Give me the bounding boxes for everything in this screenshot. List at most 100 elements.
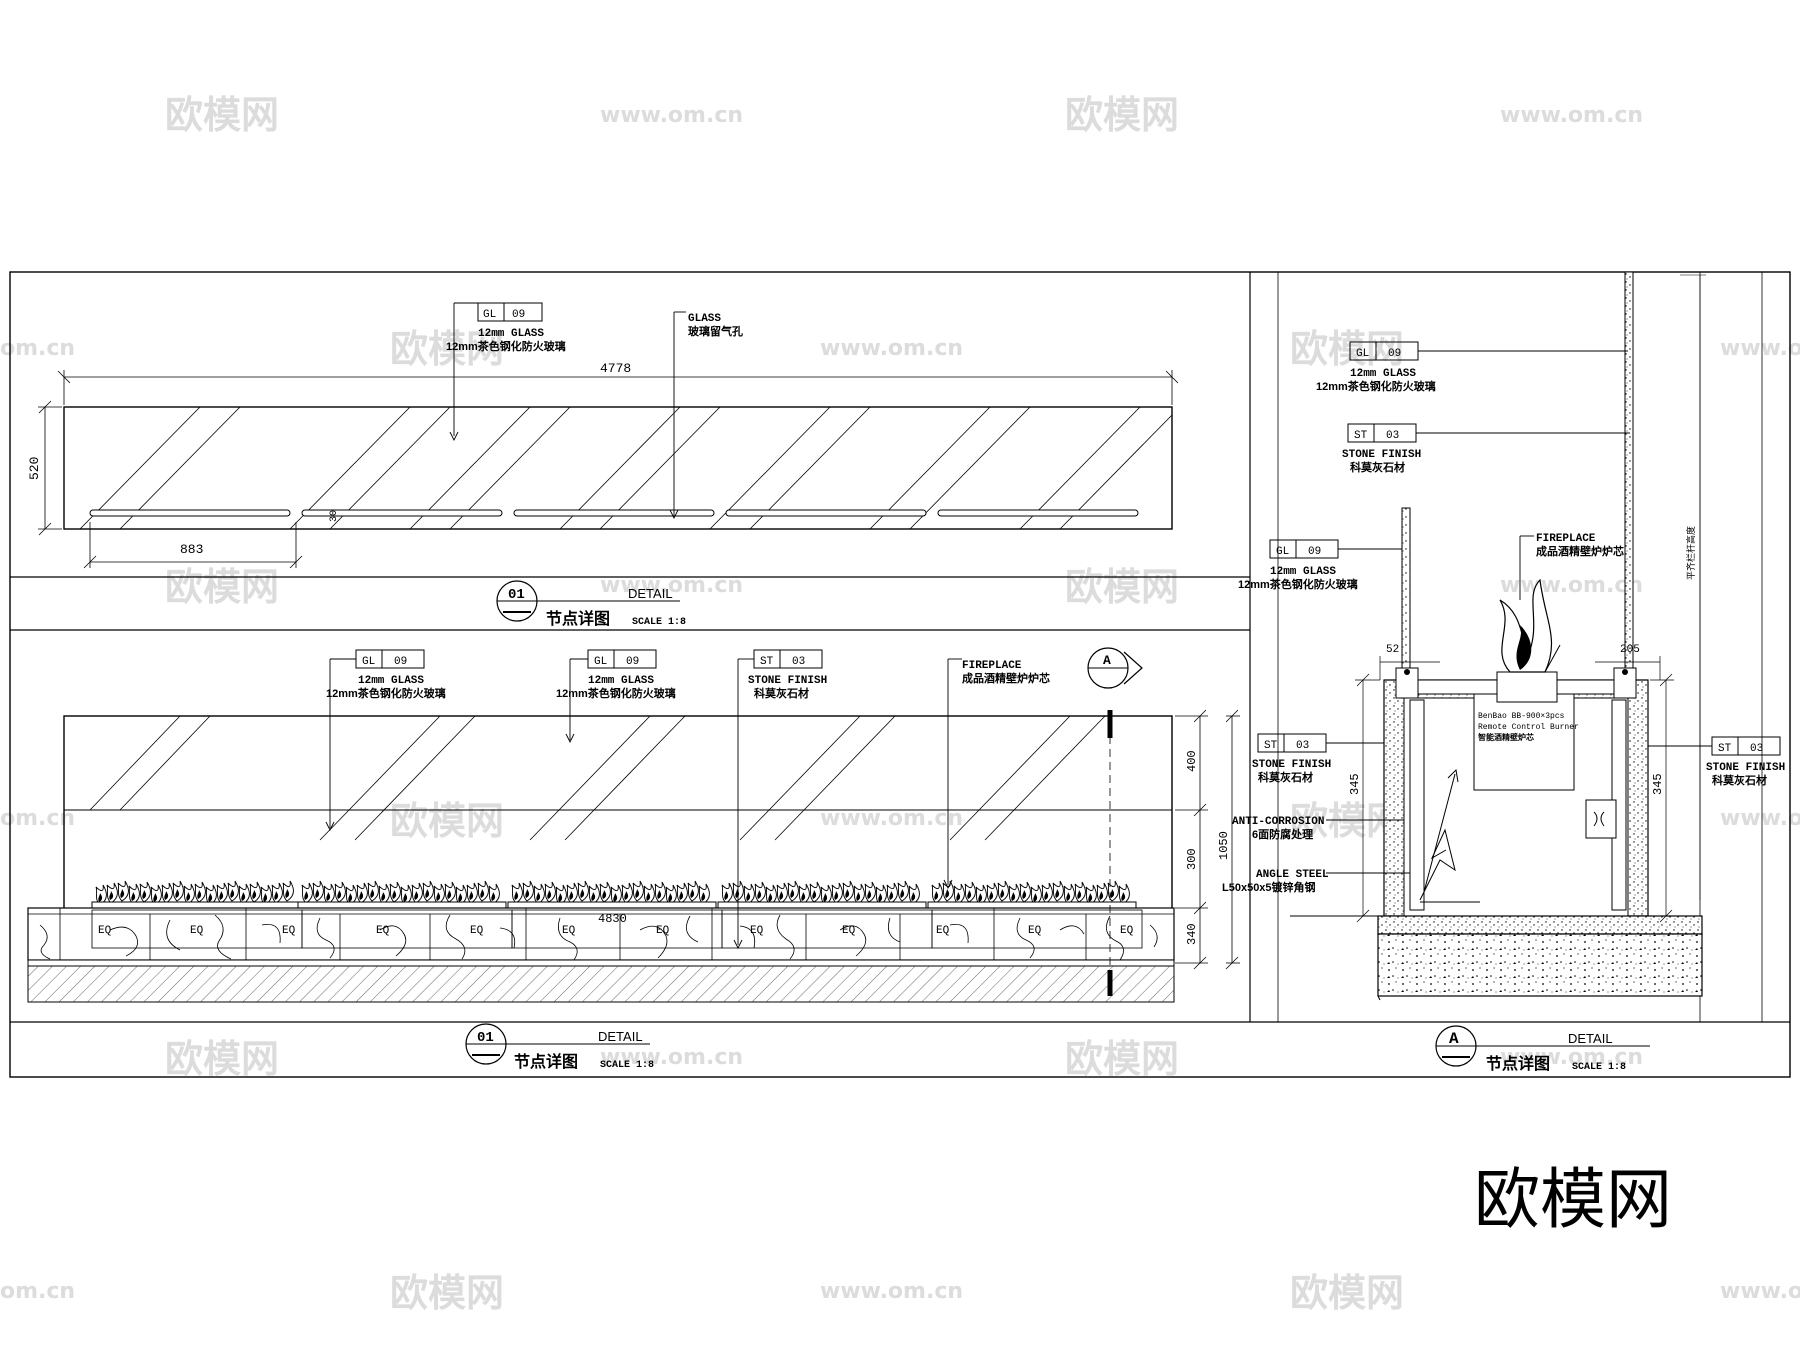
flame-glyph [488,883,500,905]
flame-glyph [953,883,965,905]
watermark-url-short: om.cn [0,806,75,831]
svg-text:09: 09 [1388,348,1401,360]
burner-tray [91,901,301,909]
tag-stone-2: ST 03 [1257,733,1327,753]
tag-stone: ST 03 [753,649,823,669]
svg-text:09: 09 [1308,546,1321,558]
watermark-brand: 欧模网 [165,93,279,137]
svg-text:EQ: EQ [750,925,764,937]
view-title: 01 DETAIL 节点详图 SCALE 1:8 [496,580,686,628]
flame-glyph [477,880,489,902]
flame-glyph [301,882,313,904]
flame-glyph [798,883,810,905]
rail-height-note: 平齐栏杆高度 [1685,526,1696,580]
flame-glyph [676,882,688,904]
flame-glyph [511,882,523,904]
flame-glyph [117,880,129,902]
burner-tray [297,901,507,909]
svg-text:01: 01 [477,1030,494,1046]
svg-text:ST: ST [1718,743,1732,755]
svg-text:EQ: EQ [562,925,576,937]
flame-glyph [1118,883,1130,905]
flame-glyph [986,882,998,904]
svg-text:09: 09 [394,656,407,668]
svg-text:DETAIL: DETAIL [628,586,673,601]
tag-stone-1: ST 03 [1347,423,1417,443]
tag-glass-1: GL 09 [355,649,425,669]
dim-1050: 1050 [1217,831,1231,860]
dim-400: 400 [1185,750,1199,772]
flame-glyph [422,880,434,902]
svg-text:03: 03 [792,656,805,668]
flame-glyph [1063,883,1075,905]
svg-text:03: 03 [1386,430,1399,442]
flame-glyph [621,882,633,904]
flame-glyph [787,880,799,902]
watermark-url: www.om.cn [1720,1279,1800,1304]
eq-labels: EQ EQ EQ EQ EQ EQ EQ EQ EQ EQ EQ EQ [98,925,1134,937]
flame-glyph [1019,881,1031,903]
flame-glyph [1041,882,1053,904]
flame-row [91,880,1137,909]
watermark-url: www.om.cn [1500,103,1643,128]
fireplace-cn: 成品酒精壁炉炉芯 [962,671,1050,685]
flame-glyph [997,880,1009,902]
flame-glyph [831,882,843,904]
fireplace-cn: 成品酒精壁炉炉芯 [1536,544,1624,558]
stone-spec-en-2: STONE FINISH [1252,759,1331,771]
stone-spec-cn: 科莫灰石材 [754,686,809,700]
watermark-brand: 欧模网 [1290,327,1404,371]
svg-text:09: 09 [512,309,525,321]
svg-text:ST: ST [760,656,774,668]
watermark-url: www.om.cn [1720,806,1800,831]
flame-glyph [864,881,876,903]
stone-spec-en-1: STONE FINISH [1342,449,1421,461]
svg-text:GL: GL [483,309,496,321]
flame-glyph [183,883,195,905]
svg-text:EQ: EQ [1028,925,1042,937]
burner-model: BenBao BB-900×3pcs [1478,712,1565,721]
flame-glyph [886,882,898,904]
flame-glyph [411,882,423,904]
flame-glyph [238,883,250,905]
stone-spec-en-3: STONE FINISH [1706,762,1785,774]
watermark-brand: 欧模网 [1065,1037,1179,1081]
glass-spec-cn-1: 12mm茶色钢化防火玻璃 [326,686,446,700]
dim-205: 205 [1620,644,1640,656]
flame-glyph [931,882,943,904]
svg-text:ST: ST [1264,740,1278,752]
flame-glyph [687,880,699,902]
svg-text:节点详图: 节点详图 [514,1052,578,1071]
watermark-url: www.om.cn [600,1045,743,1070]
dim-52: 52 [1386,644,1399,656]
burner-tray [927,901,1137,909]
view-title: A DETAIL 节点详图 SCALE 1:8 [1435,1025,1650,1073]
flame-glyph [908,883,920,905]
flame-glyph [522,880,534,902]
sheet-frames [9,271,1791,1078]
flame-glyph [367,880,379,902]
view-top: 4778 520 30 883 GL 09 12mm GLASS 12mm茶色钢… [27,302,1179,628]
view-front: EQ EQ EQ EQ EQ EQ EQ EQ EQ EQ EQ EQ 4830… [27,647,1240,1071]
flame-glyph [271,882,283,904]
flame-glyph [533,883,545,905]
flame-glyph [842,880,854,902]
svg-text:GL: GL [1356,348,1369,360]
svg-text:EQ: EQ [842,925,856,937]
watermark-brand: 欧模网 [165,565,279,609]
dim-300: 300 [1185,848,1199,870]
watermark-url-short: om.cn [0,336,75,361]
svg-text:EQ: EQ [190,925,204,937]
flame-glyph [444,881,456,903]
watermark-url: www.om.cn [820,1279,963,1304]
svg-text:EQ: EQ [376,925,390,937]
svg-text:SCALE 1:8: SCALE 1:8 [600,1060,654,1071]
flame-glyph [161,882,173,904]
svg-text:EQ: EQ [282,925,296,937]
tag-glass-2: GL 09 [1269,539,1339,559]
stone-spec-cn-1: 科莫灰石材 [1350,460,1405,474]
svg-text:EQ: EQ [470,925,484,937]
watermark-brand: 欧模网 [1290,1271,1404,1315]
flame-glyph [433,883,445,905]
